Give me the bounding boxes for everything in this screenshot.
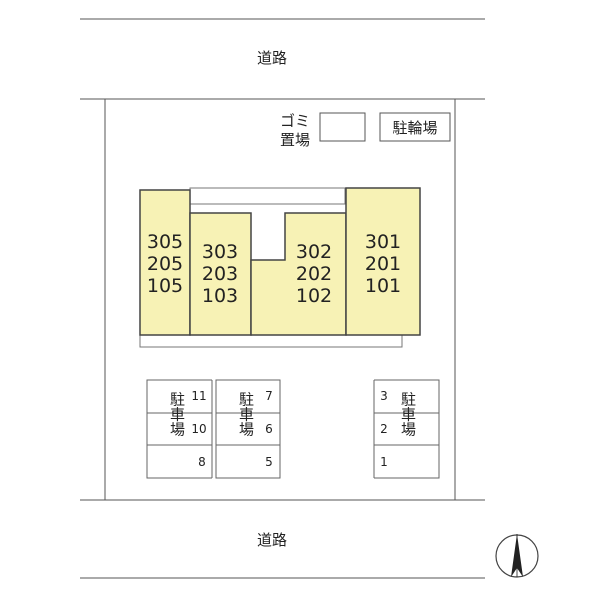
parking-block-2 [215, 379, 281, 479]
building-walkway [139, 334, 403, 348]
unit-03 [189, 212, 252, 336]
parking-3-label: 駐車場 [399, 392, 417, 437]
building-shadow-strip [189, 187, 346, 205]
parking-3-space-bottom: 1 [380, 455, 388, 469]
garbage-area [319, 112, 366, 142]
parking-1-label: 駐車場 [168, 392, 186, 437]
garbage-label-line2: 置場 [280, 131, 310, 149]
unit-03-mid: 203 [202, 263, 238, 285]
lot-boundary [80, 98, 106, 500]
unit-05-mid: 205 [147, 253, 183, 275]
unit-05-top: 305 [147, 231, 183, 253]
unit-05 [139, 189, 191, 336]
unit-02-mid: 202 [296, 263, 332, 285]
parking-3-space-mid: 2 [380, 422, 388, 436]
unit-01-mid: 201 [365, 253, 401, 275]
unit-01-bottom: 101 [365, 275, 401, 297]
bicycle-parking [379, 112, 451, 142]
parking-3-space-top: 3 [380, 389, 388, 403]
unit-02-bottom: 102 [296, 285, 332, 307]
apartment-building [139, 187, 421, 336]
parking-2-label: 駐車場 [237, 392, 255, 437]
north-arrow-icon [495, 534, 539, 578]
top-road-label: 道路 [257, 49, 287, 67]
parking-2-space-top: 7 [265, 389, 273, 403]
parking-2-space-mid: 6 [265, 422, 273, 436]
bottom-road-label: 道路 [257, 531, 287, 549]
unit-03-bottom: 103 [202, 285, 238, 307]
unit-02-top: 302 [296, 241, 332, 263]
unit-01 [345, 187, 421, 336]
garbage-label-line1: ゴミ [280, 112, 310, 130]
parking-1-space-mid: 10 [191, 422, 206, 436]
parking-1-space-top: 11 [191, 389, 206, 403]
unit-03-top: 303 [202, 241, 238, 263]
unit-05-bottom: 105 [147, 275, 183, 297]
unit-01-top: 301 [365, 231, 401, 253]
parking-2-space-bottom: 5 [265, 455, 273, 469]
parking-block-3 [373, 379, 440, 479]
parking-1-space-bottom: 8 [198, 455, 206, 469]
bicycle-parking-label: 駐輪場 [392, 119, 437, 137]
parking-block-1 [146, 379, 213, 479]
